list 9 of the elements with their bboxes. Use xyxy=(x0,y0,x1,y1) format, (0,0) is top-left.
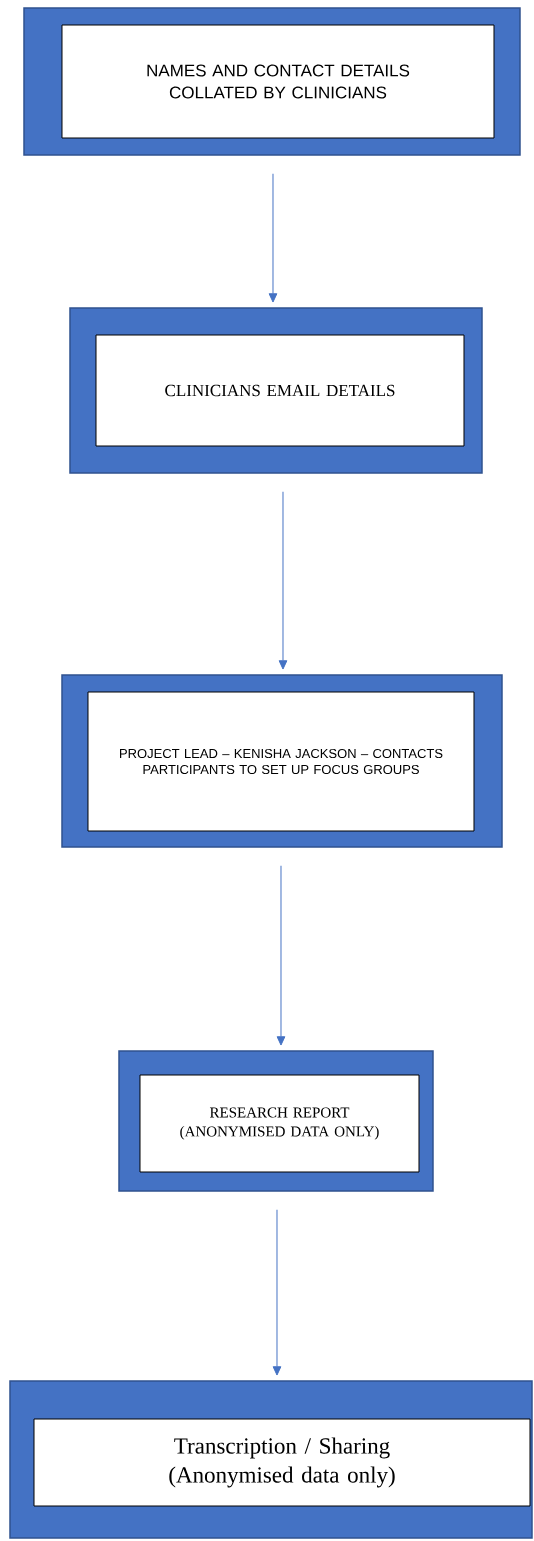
arrow xyxy=(268,173,278,303)
arrow xyxy=(278,491,288,670)
arrow xyxy=(276,865,286,1046)
process-box: NAMES AND CONTACT DETAILS COLLATED BY CLINICIANS xyxy=(23,7,521,156)
process-box: Transcription / Sharing (Anonymised data only) xyxy=(9,1380,533,1539)
arrow xyxy=(272,1209,282,1376)
process-box: CLINICIANS EMAIL DETAILS xyxy=(69,307,483,474)
process-box: PROJECT LEAD – KENISHA JACKSON – CONTACTS PARTICIPANTS TO SET UP FOCUS GROUPS xyxy=(61,674,503,848)
process-box: RESEARCH REPORT (ANONYMISED DATA ONLY) xyxy=(118,1050,434,1192)
